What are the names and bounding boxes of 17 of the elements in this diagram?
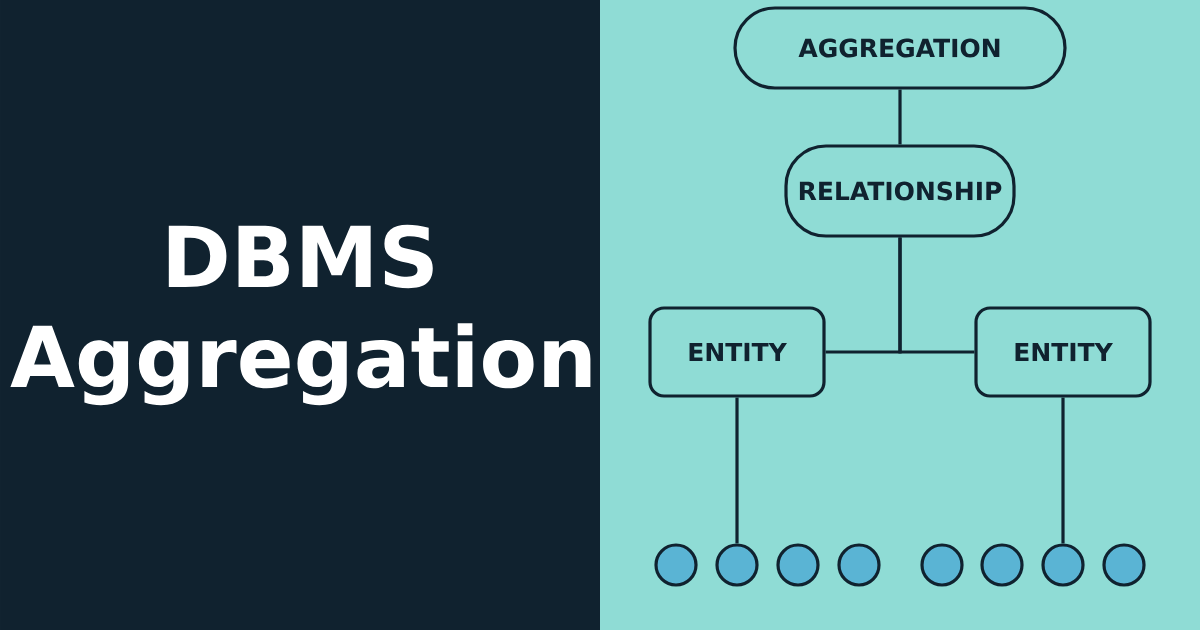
circle-node bbox=[776, 543, 820, 587]
connector-line bbox=[898, 237, 975, 354]
entity-box: ENTITY bbox=[974, 306, 1152, 398]
entity-box: ENTITY bbox=[648, 306, 826, 398]
circle-node bbox=[837, 543, 881, 587]
connector-line bbox=[1061, 397, 1065, 544]
circle-node bbox=[654, 543, 698, 587]
connector-line bbox=[735, 397, 739, 544]
title: DBMS Aggregation bbox=[10, 224, 591, 406]
rounded-box: RELATIONSHIP bbox=[784, 144, 1016, 238]
circle-node bbox=[1041, 543, 1085, 587]
connector-line bbox=[898, 89, 902, 145]
circle-node bbox=[1102, 543, 1146, 587]
circle-node bbox=[980, 543, 1024, 587]
rounded-box: AGGREGATION bbox=[733, 6, 1067, 90]
circle-node bbox=[715, 543, 759, 587]
circle-node bbox=[920, 543, 964, 587]
